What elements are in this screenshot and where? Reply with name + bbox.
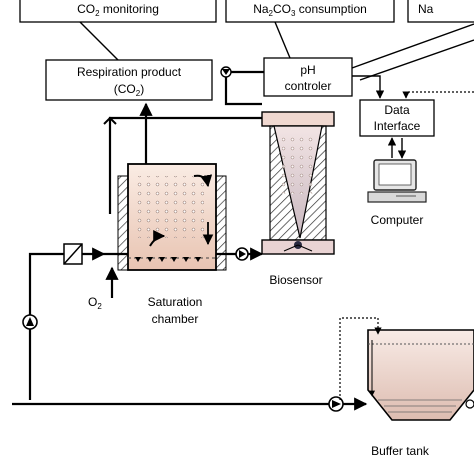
ph-controller-box: pH controler — [263, 57, 353, 97]
na2co3-consumption-label: Na2CO3 consumption — [253, 2, 367, 18]
tank-outlet-valve-icon — [465, 399, 474, 409]
top-right-partial-label: Na — [418, 2, 434, 16]
pump-icon-bottom — [328, 396, 344, 412]
respiration-label-line1: Respiration product — [77, 65, 182, 79]
biosensor-top-cap — [261, 111, 335, 127]
saturation-label-line2: chamber — [152, 312, 199, 326]
data-interface-box: Data Interface — [359, 99, 435, 137]
ph-label-line1: pH — [300, 63, 315, 77]
co2-monitoring-label: CO2 monitoring — [77, 2, 159, 18]
valve-down-pipe — [224, 77, 262, 106]
o2-label: O2 — [88, 295, 102, 311]
ph-label-line2: controler — [285, 79, 332, 93]
data-interface-line1: Data — [384, 103, 410, 117]
buffer-tank — [367, 329, 474, 421]
biosensor-label: Biosensor — [269, 273, 322, 287]
data-interface-line2: Interface — [374, 119, 421, 133]
respiration-label-line2: (CO2) — [114, 82, 144, 98]
respiration-product-box: Respiration product (CO2) — [45, 59, 213, 101]
callout-line-co2 — [79, 21, 119, 61]
chamber-jacket-left — [117, 175, 129, 271]
sparger-arrows — [135, 257, 201, 262]
chamber-bubbles — [134, 176, 204, 238]
left-inlet-pipe — [28, 252, 64, 400]
ph-to-data-arrow — [352, 75, 385, 99]
na2co3-consumption-box: Na2CO3 consumption — [225, 0, 395, 23]
buffer-tank-label: Buffer tank — [371, 444, 430, 458]
callout-line-na2co3 — [274, 21, 291, 59]
dotted-signal-line — [402, 91, 474, 99]
filter-icon — [63, 243, 83, 265]
pump-icon-chamber — [235, 247, 249, 261]
callout-line-right-1 — [351, 23, 474, 69]
biosensor-column — [261, 111, 335, 255]
saturation-label-line1: Saturation — [148, 295, 203, 309]
valve-icon — [220, 66, 232, 78]
co2-monitoring-box: CO2 monitoring — [19, 0, 217, 23]
computer-icon — [367, 159, 427, 203]
chamber-jacket-right — [215, 175, 227, 271]
top-right-partial-box: Na — [407, 0, 474, 23]
saturation-chamber — [117, 163, 227, 271]
callout-line-right-2 — [359, 39, 474, 81]
computer-label: Computer — [371, 213, 424, 227]
pump-icon-left — [22, 314, 38, 330]
tank-dotted-line — [339, 317, 382, 400]
